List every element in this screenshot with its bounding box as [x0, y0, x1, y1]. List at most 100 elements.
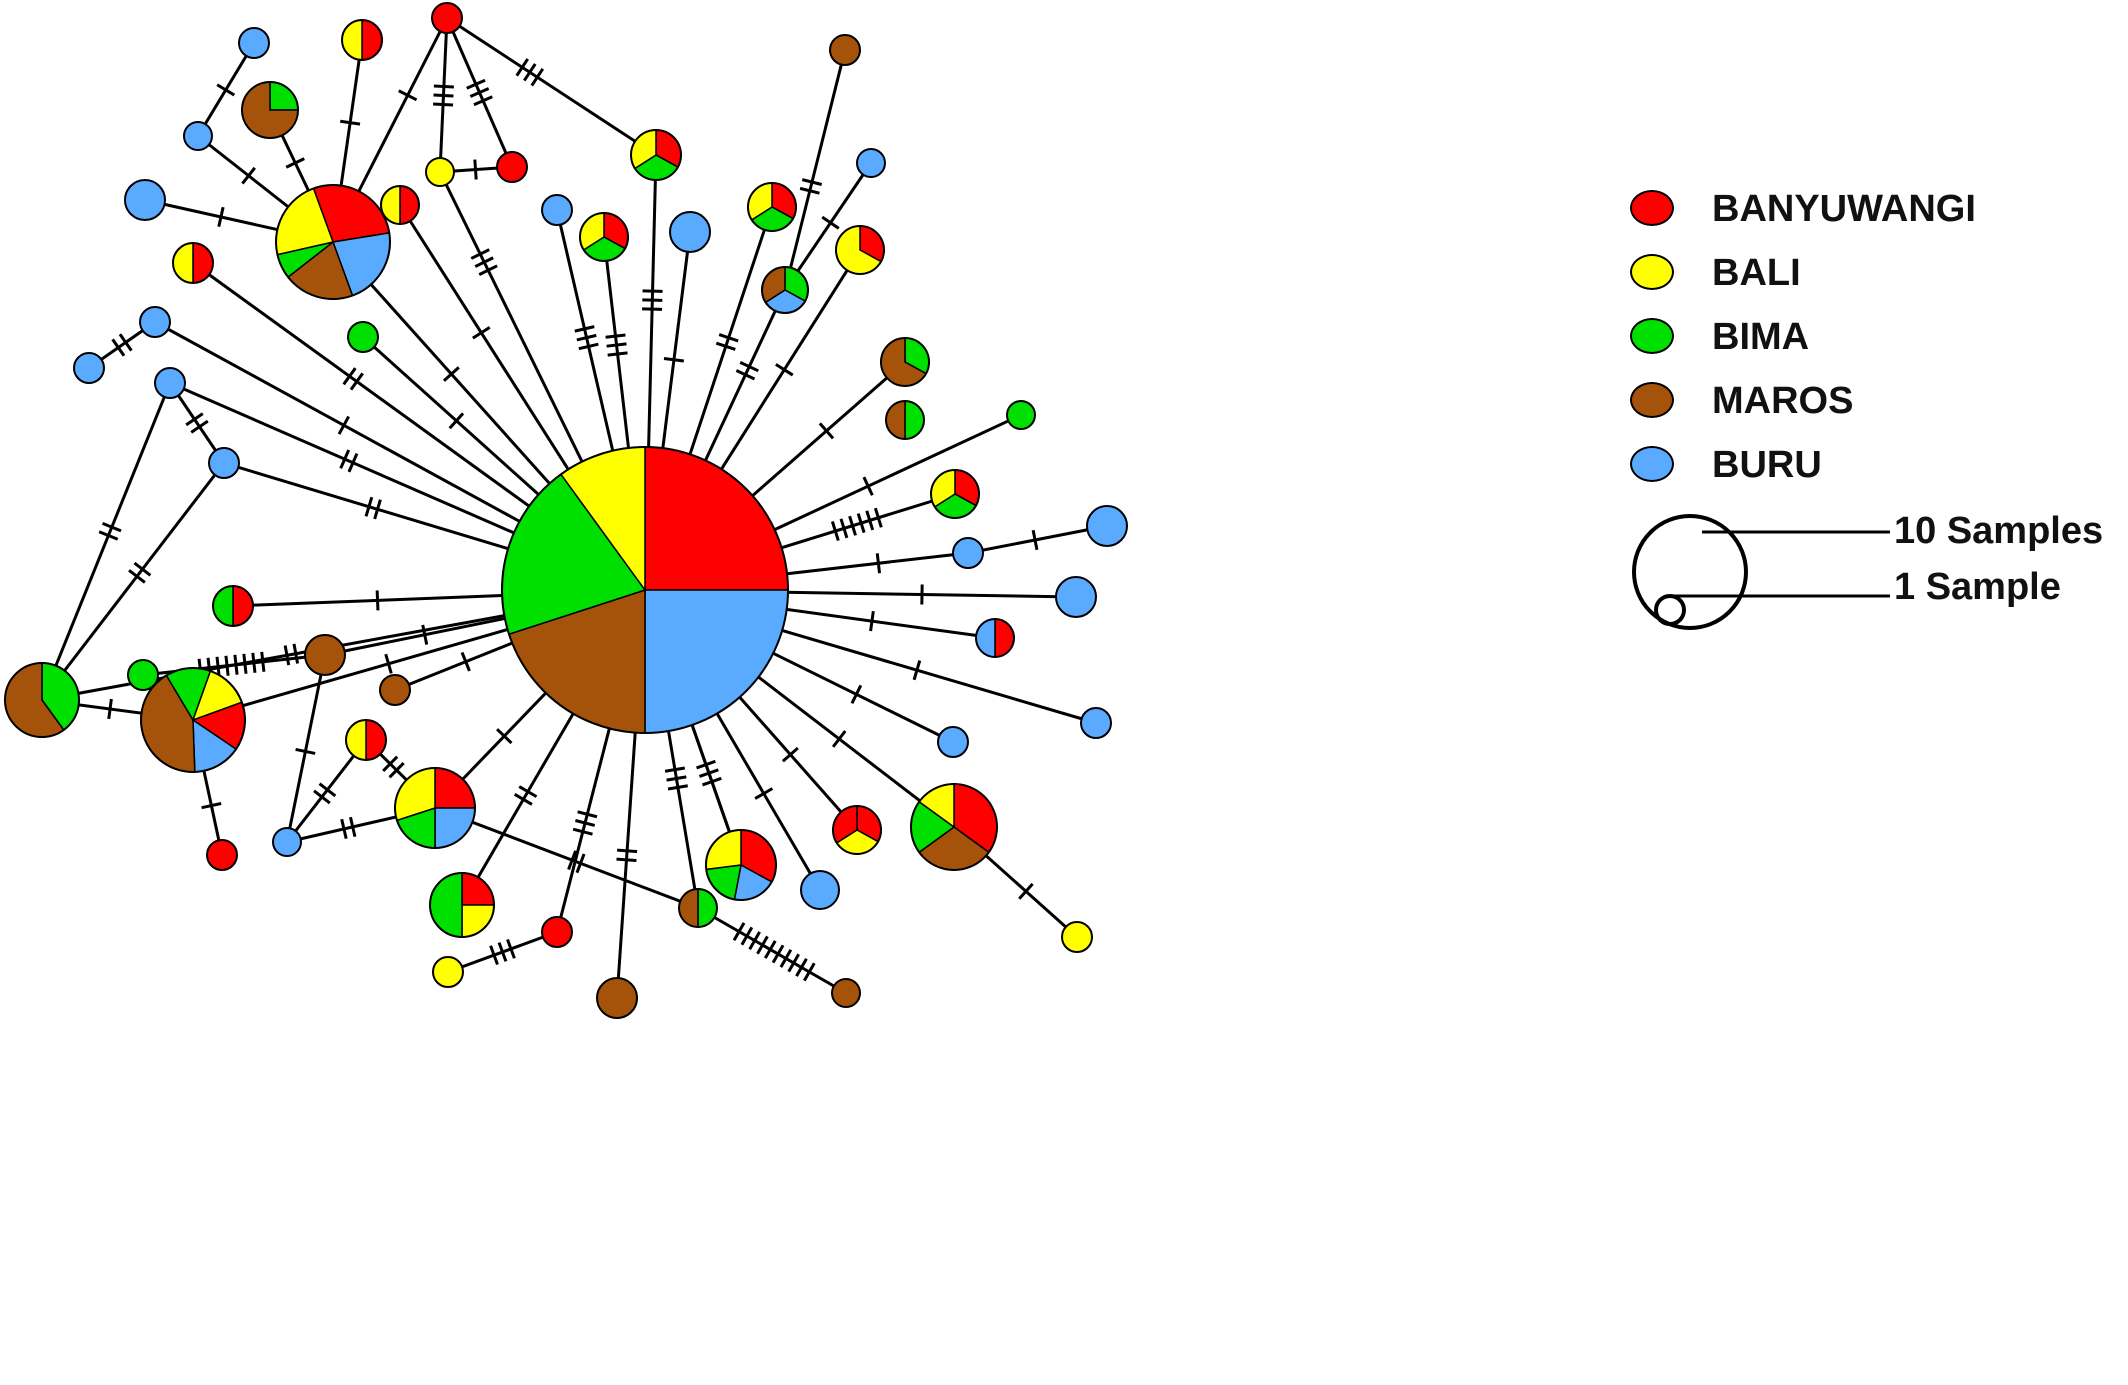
node-outline: [630, 129, 682, 181]
pie-slice: [800, 870, 840, 910]
haplotype-node: [835, 225, 885, 275]
mutation-tick: [666, 775, 687, 782]
mutation-tick: [313, 789, 331, 805]
mutation-tick: [732, 922, 746, 941]
node-outline: [140, 667, 246, 773]
mutation-tick: [754, 787, 774, 800]
mutation-tick: [821, 215, 840, 230]
pie-slice: [831, 978, 861, 1008]
haplotype-node: [241, 81, 299, 139]
haplotype-node: [1061, 921, 1093, 953]
pie-slice: [541, 916, 573, 948]
network-edge: [40, 462, 226, 701]
haplotype-node: [880, 337, 930, 387]
mutation-tick: [442, 366, 460, 382]
node-outline: [975, 618, 1015, 658]
mutation-tick: [763, 940, 777, 959]
mutation-tick: [472, 326, 491, 340]
mutation-tick: [574, 325, 595, 333]
mutation-tick: [574, 819, 596, 827]
mutation-tick: [578, 342, 599, 351]
mutation-tick: [523, 63, 537, 82]
legend-label-bali: BALI: [1712, 252, 1801, 294]
mutation-tick: [98, 530, 119, 541]
mutation-tick: [606, 342, 627, 348]
pie-slice: [431, 2, 463, 34]
mutation-tick: [295, 747, 316, 755]
mutation-tick: [739, 361, 759, 373]
haplotype-node: [345, 719, 387, 761]
legend-label-maros: MAROS: [1712, 380, 1854, 422]
mutation-tick: [779, 949, 793, 968]
mutation-tick: [605, 333, 626, 339]
network-edge: [168, 382, 226, 464]
mutation-tick: [384, 653, 393, 674]
haplotype-node: [829, 34, 861, 66]
node-outline: [579, 212, 629, 262]
node-outline: [212, 585, 254, 627]
legend-label-bima: BIMA: [1712, 316, 1810, 358]
pie-slice: [425, 157, 455, 187]
haplotype-node: [885, 400, 925, 440]
mutation-tick: [283, 645, 291, 666]
haplotype-node: [630, 129, 682, 181]
mutation-tick: [185, 412, 204, 427]
pie-slice: [541, 194, 573, 226]
pie-slice: [952, 537, 984, 569]
legend: BANYUWANGI BALI BIMA MAROS BURU 10 Sampl…: [1630, 188, 2120, 660]
pie-slice: [496, 151, 528, 183]
pie-slice: [596, 977, 638, 1019]
mutation-tick: [433, 93, 454, 98]
haplotype-node: [501, 446, 789, 734]
haplotype-node: [139, 306, 171, 338]
legend-swatch-maros: [1630, 382, 1674, 418]
pie-slice: [172, 242, 194, 284]
mutation-tick: [718, 333, 739, 343]
mutation-tick: [364, 496, 374, 517]
mutation-tick: [118, 333, 133, 352]
node-outline: [835, 225, 885, 275]
pie-slice: [272, 827, 302, 857]
legend-label-banyuwangi: BANYUWANGI: [1712, 188, 1976, 230]
node-outline: [705, 829, 777, 901]
legend-swatch-buru: [1630, 446, 1674, 482]
mutation-tick: [848, 515, 857, 536]
mutation-tick: [285, 157, 305, 169]
mutation-tick: [667, 784, 689, 791]
mutation-tick: [607, 351, 628, 357]
mutation-tick: [111, 338, 126, 357]
mutation-tick: [698, 768, 719, 778]
pie-slice: [361, 19, 383, 61]
mutation-tick: [664, 766, 686, 773]
pie-slice: [206, 839, 238, 871]
haplotype-node: [347, 321, 379, 353]
haplotype-node: [832, 805, 882, 855]
pie-slice: [127, 659, 159, 691]
mutation-tick: [781, 746, 799, 763]
pie-slice: [429, 872, 463, 938]
mutation-tick: [873, 507, 883, 528]
pie-slice: [994, 618, 1015, 658]
node-outline: [747, 182, 797, 232]
haplotype-node: [212, 585, 254, 627]
haplotype-node: [304, 634, 346, 676]
mutation-tick: [701, 776, 722, 787]
mutation-tick: [771, 944, 785, 964]
node-outline: [885, 400, 925, 440]
size-key-large-circle: [1632, 514, 1748, 630]
pie-slice: [644, 589, 789, 734]
mutation-tick: [133, 561, 152, 577]
mutation-tick: [342, 367, 357, 386]
mutation-tick: [735, 369, 756, 381]
pie-slice: [304, 634, 346, 676]
mutation-tick: [388, 761, 405, 779]
haplotype-node: [952, 537, 984, 569]
mutation-tick: [575, 853, 586, 874]
legend-swatch-bali: [1630, 254, 1674, 290]
pie-slice: [154, 367, 186, 399]
pie-slice: [1086, 505, 1128, 547]
mutation-tick: [795, 958, 808, 977]
pie-slice: [937, 726, 969, 758]
mutation-tick: [292, 643, 300, 664]
pie-slice: [183, 121, 213, 151]
